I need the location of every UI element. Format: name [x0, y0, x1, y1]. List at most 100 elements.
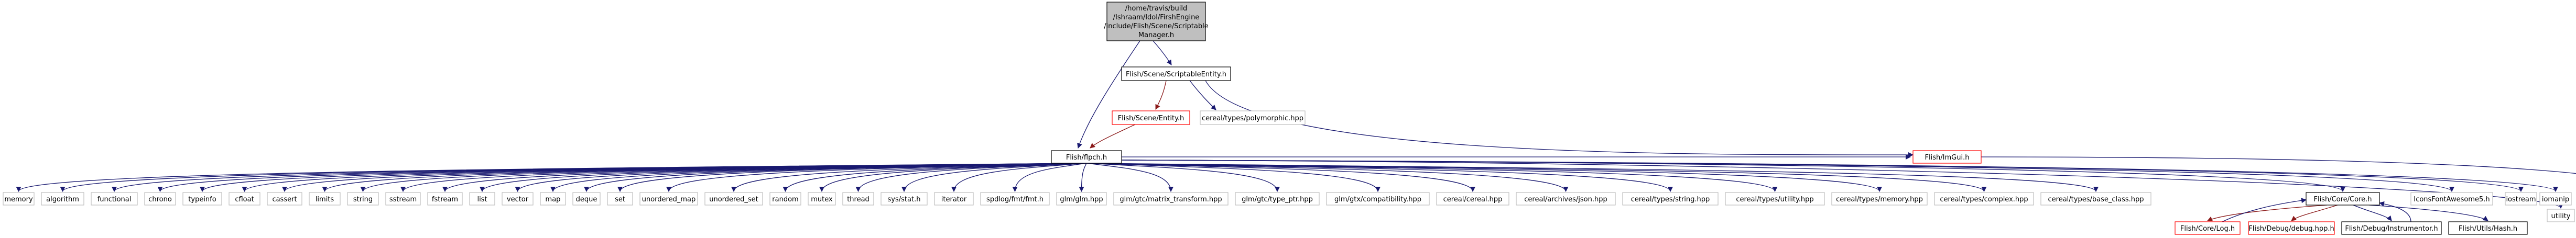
- std-include-node[interactable]: cereal/types/base_class.hpp: [2040, 192, 2151, 206]
- debugbreak-node[interactable]: Flish/Debug/debug.hpp.h: [2248, 221, 2335, 235]
- edge-core-to-debugbreak: [2291, 205, 2338, 221]
- std-include-node[interactable]: cereal/archives/json.hpp: [1516, 192, 1616, 206]
- std-include-label: cereal/types/base_class.hpp: [2048, 196, 2144, 203]
- edge-pch-to-right-node: [1121, 160, 2558, 192]
- std-include-node[interactable]: spdlog/fmt/fmt.h: [980, 192, 1050, 206]
- edge-pch-to-std-include: [1086, 163, 2099, 192]
- std-include-label: glm/gtx/compatibility.hpp: [1334, 196, 1421, 203]
- std-include-node[interactable]: vector: [502, 192, 534, 206]
- std-include-node[interactable]: cereal/types/memory.hpp: [1831, 192, 1928, 206]
- std-include-node[interactable]: cereal/types/string.hpp: [1622, 192, 1719, 206]
- std-include-node[interactable]: glm/gtx/compatibility.hpp: [1326, 192, 1430, 206]
- std-include-label: functional: [97, 196, 132, 203]
- std-include-label: unordered_set: [709, 196, 758, 203]
- std-include-node[interactable]: limits: [309, 192, 341, 206]
- imgui-node[interactable]: Flish/ImGui.h: [1912, 150, 1982, 164]
- std-include-node[interactable]: glm/gtc/matrix_transform.hpp: [1113, 192, 1229, 206]
- edge-root-to-pch: [1077, 40, 1140, 149]
- instrumentor-node[interactable]: Flish/Debug/Instrumentor.h: [2341, 221, 2442, 235]
- edge-imgui-to-utility: [1981, 156, 2576, 174]
- std-include-node[interactable]: memory: [3, 192, 35, 206]
- std-include-label: cereal/types/utility.hpp: [1736, 196, 1813, 203]
- polymorphic-node[interactable]: cereal/types/polymorphic.hpp: [1200, 110, 1306, 125]
- std-include-node[interactable]: cassert: [267, 192, 302, 206]
- std-include-label: sys/stat.h: [888, 196, 921, 203]
- root-line-1: /home/travis/build: [1125, 5, 1187, 13]
- std-include-node[interactable]: unordered_set: [704, 192, 763, 206]
- std-include-node[interactable]: cereal/types/complex.hpp: [1934, 192, 2034, 206]
- std-include-node[interactable]: fstream: [427, 192, 463, 206]
- edge-core-to-log: [2207, 205, 2328, 222]
- nodes-layer: /home/travis/build /Ishraam/Idol/FirshEn…: [3, 2, 2575, 235]
- entity-label: Flish/Scene/Entity.h: [1118, 115, 1184, 122]
- utility-label: utility: [2551, 212, 2571, 220]
- std-include-node[interactable]: cereal/types/utility.hpp: [1725, 192, 1825, 206]
- std-include-label: cfloat: [235, 196, 254, 203]
- std-include-label: typeinfo: [188, 196, 216, 203]
- std-include-label: vector: [507, 196, 529, 203]
- pch-label: Flish/flpch.h: [1066, 154, 1107, 162]
- edge-root-to-scriptable-entity: [1153, 40, 1172, 65]
- std-include-node[interactable]: algorithm: [41, 192, 84, 206]
- std-include-node[interactable]: random: [769, 192, 801, 206]
- std-include-node[interactable]: glm/gtc/type_ptr.hpp: [1235, 192, 1320, 206]
- std-include-node[interactable]: mutex: [808, 192, 836, 206]
- std-include-node[interactable]: unordered_map: [639, 192, 698, 206]
- std-include-label: list: [477, 196, 487, 203]
- std-include-node[interactable]: cereal/cereal.hpp: [1436, 192, 1509, 206]
- edges-layer: [16, 40, 2576, 222]
- edge-pch-to-std-include: [901, 163, 1087, 192]
- std-include-label: thread: [847, 196, 869, 203]
- std-include-label: fstream: [432, 196, 458, 203]
- std-include-node[interactable]: sstream: [385, 192, 421, 206]
- pch-node[interactable]: Flish/flpch.h: [1051, 150, 1122, 164]
- utility-node[interactable]: utility: [2547, 209, 2575, 222]
- entity-node[interactable]: Flish/Scene/Entity.h: [1112, 110, 1190, 125]
- std-include-label: glm/gtc/matrix_transform.hpp: [1119, 196, 1222, 203]
- std-include-label: cereal/types/complex.hpp: [1940, 196, 2028, 203]
- hash-label: Flish/Utils/Hash.h: [2459, 225, 2517, 233]
- std-include-label: deque: [576, 196, 597, 203]
- scriptable-entity-label: Flish/Scene/ScriptableEntity.h: [1126, 71, 1226, 78]
- edge-pch-to-std-include: [1086, 163, 1280, 192]
- scriptable-entity-node[interactable]: Flish/Scene/ScriptableEntity.h: [1121, 66, 1231, 81]
- std-include-node[interactable]: glm/glm.hpp: [1056, 192, 1107, 206]
- edge-pch-to-std-include: [1079, 163, 1087, 192]
- iomanip-node[interactable]: iomanip: [2539, 192, 2572, 206]
- std-include-label: string: [353, 196, 373, 203]
- std-include-label: random: [772, 196, 798, 203]
- std-include-node[interactable]: list: [469, 192, 495, 206]
- std-include-node[interactable]: functional: [91, 192, 138, 206]
- hash-node[interactable]: Flish/Utils/Hash.h: [2448, 221, 2528, 235]
- imgui-label: Flish/ImGui.h: [1925, 154, 1970, 162]
- log-node[interactable]: Flish/Core/Log.h: [2175, 221, 2241, 235]
- std-include-node[interactable]: string: [347, 192, 379, 206]
- std-include-node[interactable]: set: [607, 192, 633, 206]
- std-include-node[interactable]: chrono: [144, 192, 176, 206]
- core-edges: [2207, 198, 2488, 222]
- edge-pch-to-std-include: [1086, 163, 1475, 192]
- edge-pch-to-std-include: [666, 163, 1087, 192]
- std-include-label: map: [546, 196, 561, 203]
- icons-font-node[interactable]: IconsFontAwesome5.h: [2410, 192, 2493, 206]
- std-include-label: memory: [4, 196, 33, 203]
- std-include-node[interactable]: cfloat: [229, 192, 260, 206]
- std-include-label: mutex: [811, 196, 833, 203]
- core-node[interactable]: Flish/Core/Core.h: [2306, 192, 2380, 206]
- std-include-node[interactable]: sys/stat.h: [881, 192, 928, 206]
- edge-scriptable-entity-to-polymorphic: [1189, 80, 1216, 110]
- std-include-node[interactable]: typeinfo: [182, 192, 222, 206]
- root-file-node[interactable]: /home/travis/build /Ishraam/Idol/FirshEn…: [1104, 2, 1209, 41]
- std-include-node[interactable]: deque: [572, 192, 601, 206]
- edge-pch-to-std-include: [1012, 163, 1087, 192]
- iostream-node[interactable]: iostream: [2505, 192, 2537, 206]
- std-include-node[interactable]: thread: [842, 192, 874, 206]
- root-line-3: /include/Flish/Scene/Scriptable: [1104, 22, 1209, 30]
- std-include-label: limits: [316, 196, 334, 203]
- std-include-label: cassert: [272, 196, 297, 203]
- root-line-2: /Ishraam/Idol/FirshEngine: [1113, 14, 1200, 21]
- std-include-label: cereal/types/string.hpp: [1631, 196, 1710, 203]
- std-include-node[interactable]: iterator: [934, 192, 974, 206]
- std-include-node[interactable]: map: [540, 192, 566, 206]
- std-include-label: set: [615, 196, 625, 203]
